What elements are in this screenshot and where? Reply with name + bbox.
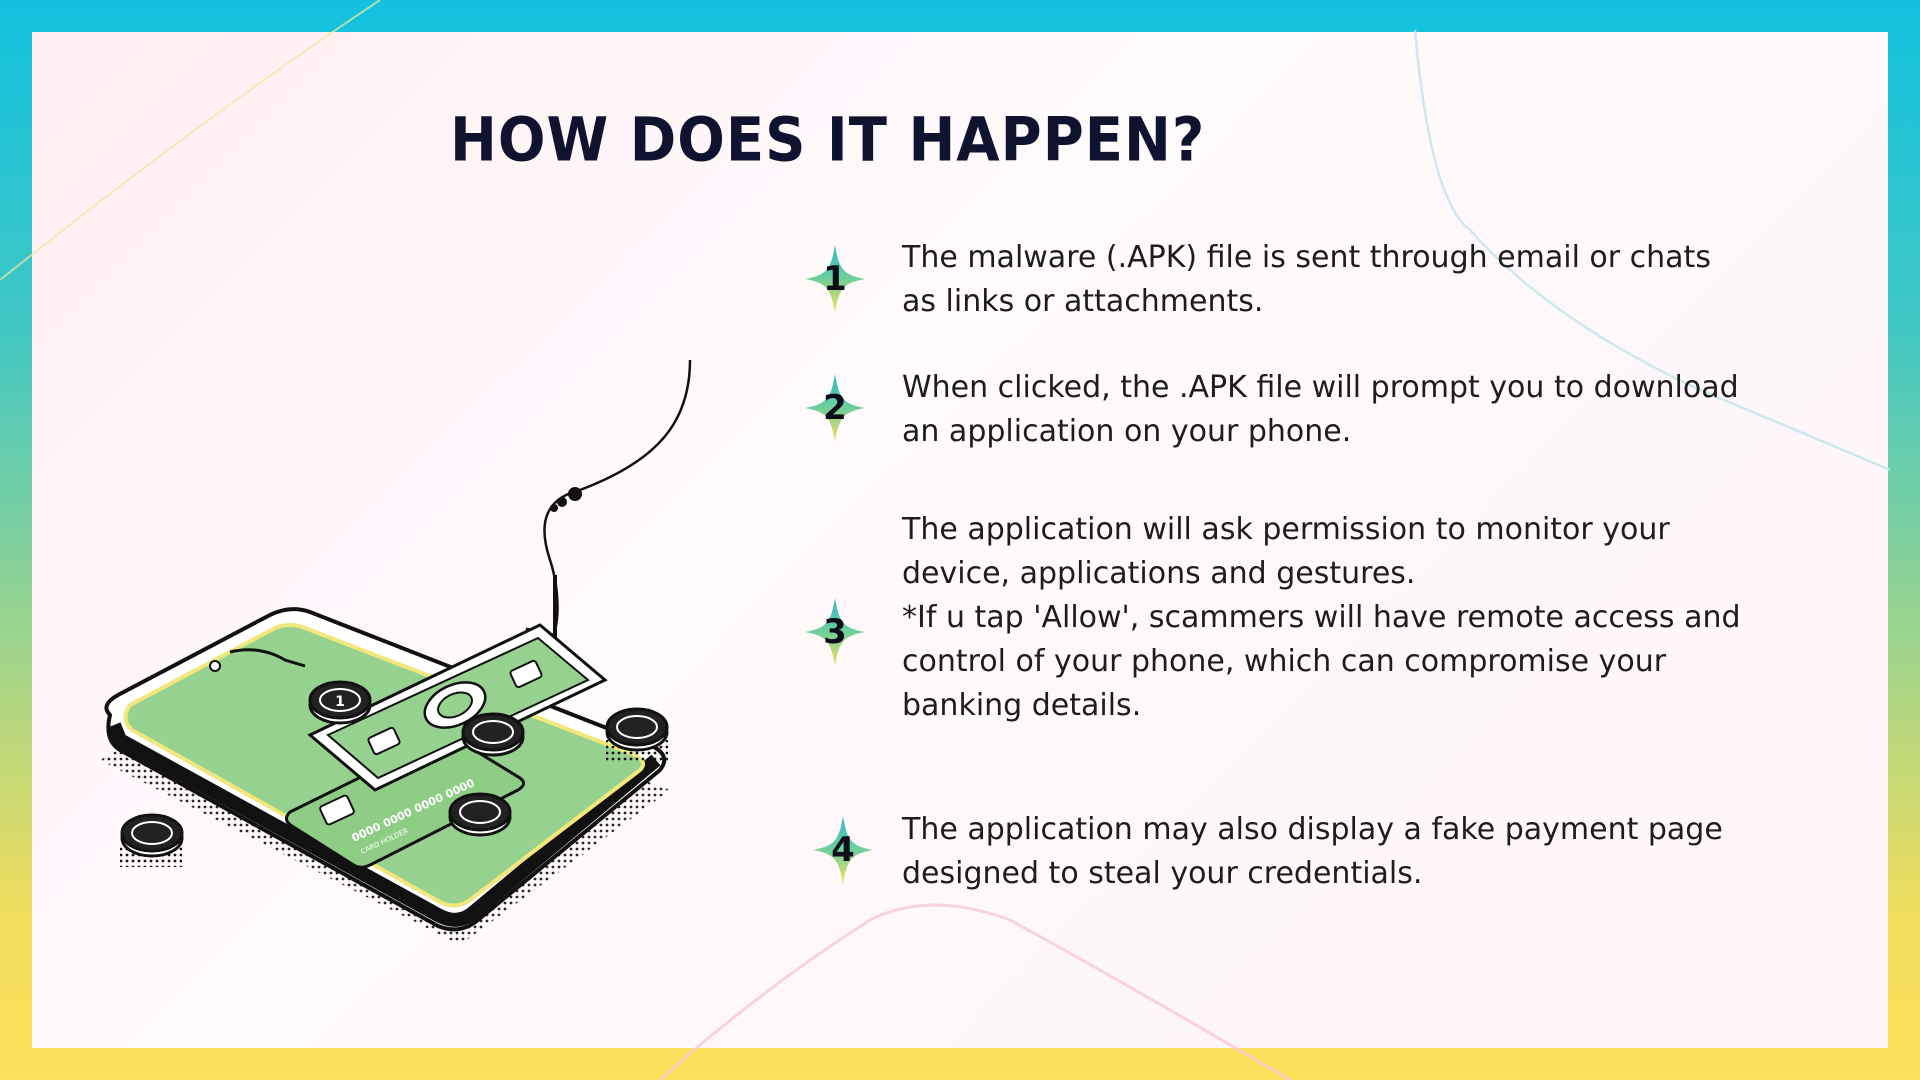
coin-icon [461, 712, 525, 757]
star-badge-icon [805, 598, 865, 666]
step-1-badge: 1 [803, 243, 867, 315]
step-number: 3 [823, 612, 847, 652]
coin-icon: 1 [308, 680, 372, 725]
step-text: When clicked, the .APK file will prompt … [902, 370, 1739, 449]
star-badge-icon [805, 374, 865, 442]
star-badge-icon [805, 245, 865, 313]
coin-icon [605, 707, 669, 762]
banknote-icon [307, 623, 608, 792]
step-2-badge: 2 [803, 372, 867, 444]
coin-icon [120, 813, 184, 867]
step-1: The malware (.APK) file is sent through … [902, 236, 1832, 324]
step-2: When clicked, the .APK file will prompt … [902, 366, 1832, 454]
step-3-badge: 3 [803, 596, 867, 668]
slide-title: HOW DOES IT HAPPEN? [450, 105, 1206, 176]
step-text: The application will ask permission to m… [902, 512, 1741, 723]
coin-label: 1 [335, 694, 345, 710]
coin-icon [448, 792, 512, 837]
step-text: The malware (.APK) file is sent through … [902, 240, 1711, 319]
step-number: 1 [823, 259, 847, 299]
step-4: The application may also display a fake … [902, 808, 1832, 896]
step-number: 2 [823, 388, 847, 428]
phone-phishing-illustration: 0000 0000 0000 0000 CARD HOLDER 1 [100, 360, 692, 945]
star-badge-icon [813, 816, 873, 884]
step-4-badge: 4 [811, 814, 875, 886]
step-3: The application will ask permission to m… [902, 508, 1832, 728]
step-number: 4 [831, 830, 855, 870]
step-text: The application may also display a fake … [902, 812, 1723, 891]
